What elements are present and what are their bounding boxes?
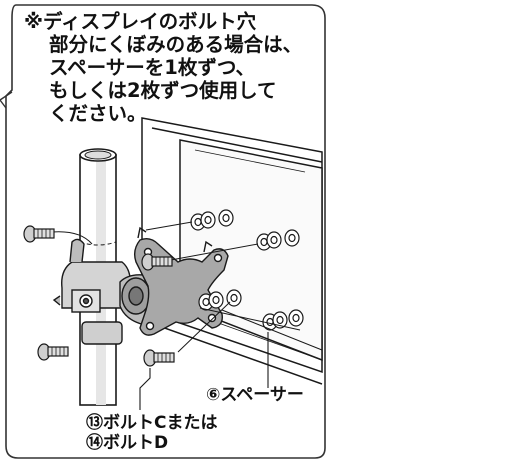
bolt-center-lower [143, 349, 175, 367]
display-panel [141, 117, 323, 385]
spacer-washers [190, 209, 304, 331]
bolt-left-lower [37, 343, 69, 361]
callout-pointer [0, 91, 13, 109]
bolt-left-upper [23, 225, 55, 243]
note-line-1: ※ディスプレイのボルト穴 [24, 10, 257, 33]
bolt-group [23, 225, 175, 367]
note-line-5: ください。 [49, 102, 147, 125]
spacer-label: ⑥スペーサー [206, 385, 304, 405]
alignment-lines [51, 221, 323, 353]
diagram-frame [5, 4, 326, 459]
note-line-3: スペーサーを1枚ずつ、 [49, 56, 256, 79]
bolt-d-label: ⑭ボルトD [86, 433, 169, 453]
leader-lines [139, 332, 269, 410]
bolt-c-label: ⑬ボルトCまたは [86, 413, 218, 433]
usage-note: ※ディスプレイのボルト穴 部分にくぼみのある場合は、 スペーサーを1枚ずつ、 も… [24, 10, 314, 125]
note-line-4: もしくは2枚ずつ使用して [49, 79, 277, 102]
note-line-2: 部分にくぼみのある場合は、 [49, 33, 303, 56]
bolt-center-upper [141, 253, 173, 271]
